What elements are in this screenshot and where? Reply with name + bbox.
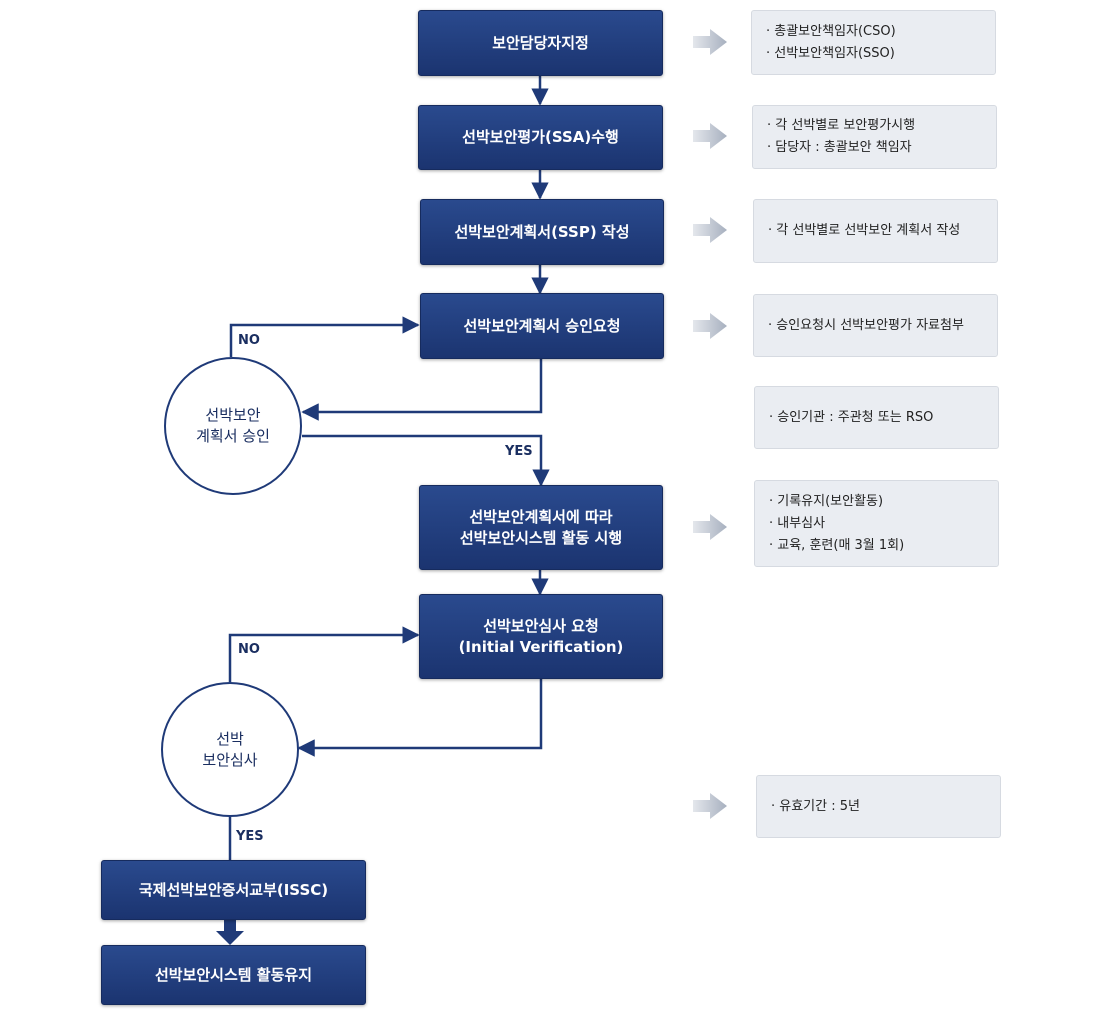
decision-label: 선박 bbox=[216, 729, 244, 748]
gray-arrow-icon bbox=[693, 514, 727, 540]
step-label: 선박보안시스템 활동 시행 bbox=[459, 528, 623, 547]
gray-arrow-icon bbox=[693, 313, 727, 339]
step-label: 선박보안계획서 승인요청 bbox=[463, 316, 621, 335]
branch-label-yes: YES bbox=[505, 444, 533, 459]
step-ship-security-plan: 선박보안계획서(SSP) 작성 bbox=[420, 199, 664, 265]
step-security-system-implementation: 선박보안계획서에 따라 선박보안시스템 활동 시행 bbox=[419, 485, 663, 570]
note-security-officers: · 총괄보안책임자(CSO) · 선박보안책임자(SSO) bbox=[751, 10, 996, 75]
step-label: 국제선박보안증서교부(ISSC) bbox=[138, 880, 329, 899]
step-ship-security-assessment: 선박보안평가(SSA)수행 bbox=[418, 105, 663, 170]
step-label: 선박보안계획서에 따라 bbox=[469, 507, 613, 526]
note-line: · 선박보안책임자(SSO) bbox=[766, 45, 895, 61]
note-line: · 각 선박별로 선박보안 계획서 작성 bbox=[768, 223, 961, 238]
note-line: · 유효기간 : 5년 bbox=[771, 798, 860, 814]
step-label: 선박보안시스템 활동유지 bbox=[154, 965, 313, 984]
connector-step6-decision2 bbox=[297, 679, 543, 757]
note-plan-writing: · 각 선박별로 선박보안 계획서 작성 bbox=[753, 199, 998, 263]
step-issc-issuance: 국제선박보안증서교부(ISSC) bbox=[101, 860, 366, 920]
step-label: (Initial Verification) bbox=[458, 637, 624, 656]
step-label: 선박보안심사 요청 bbox=[483, 616, 599, 635]
step-plan-approval-request: 선박보안계획서 승인요청 bbox=[420, 293, 664, 359]
step-label: 선박보안평가(SSA)수행 bbox=[462, 128, 619, 146]
branch-label-no: NO bbox=[238, 642, 260, 657]
note-line: · 담당자 : 총괄보안 책임자 bbox=[767, 140, 912, 155]
decision-security-audit: 선박 보안심사 bbox=[161, 682, 299, 817]
decision-label: 선박보안 bbox=[205, 406, 261, 424]
branch-label-yes: YES bbox=[236, 829, 264, 844]
connector-decision2-no bbox=[228, 626, 420, 682]
gray-arrow-icon bbox=[693, 793, 727, 819]
connector-step7-step8 bbox=[216, 920, 244, 945]
step-label: 선박보안계획서(SSP) 작성 bbox=[454, 222, 630, 241]
note-approval-authority: · 승인기관 : 주관청 또는 RSO bbox=[754, 386, 999, 449]
connector-step4-decision1 bbox=[301, 359, 543, 421]
decision-plan-approval: 선박보안 계획서 승인 bbox=[164, 357, 302, 495]
gray-arrow-icon bbox=[693, 123, 727, 149]
step-initial-verification-request: 선박보안심사 요청 (Initial Verification) bbox=[419, 594, 663, 679]
note-line: · 승인요청시 선박보안평가 자료첨부 bbox=[768, 317, 964, 333]
note-activities: · 기록유지(보안활동) · 내부심사 · 교육, 훈련(매 3월 1회) bbox=[754, 480, 999, 567]
gray-arrow-icon bbox=[693, 217, 727, 243]
note-line: · 승인기관 : 주관청 또는 RSO bbox=[769, 409, 934, 425]
note-line: · 내부심사 bbox=[769, 515, 826, 531]
note-line: · 기록유지(보안활동) bbox=[769, 493, 884, 509]
connector-decision1-no bbox=[229, 316, 420, 357]
note-validity: · 유효기간 : 5년 bbox=[756, 775, 1001, 838]
branch-label-no: NO bbox=[238, 333, 260, 348]
decision-label: 보안심사 bbox=[202, 750, 258, 769]
note-line: · 각 선박별로 보안평가시행 bbox=[767, 118, 916, 133]
decision-label: 계획서 승인 bbox=[196, 427, 270, 445]
step-security-officer-assignment: 보안담당자지정 bbox=[418, 10, 663, 76]
note-line: · 교육, 훈련(매 3월 1회) bbox=[769, 537, 905, 553]
note-line: · 총괄보안책임자(CSO) bbox=[766, 23, 896, 39]
connector-decision1-yes bbox=[302, 434, 550, 487]
note-approval-attachment: · 승인요청시 선박보안평가 자료첨부 bbox=[753, 294, 998, 357]
gray-arrow-icon bbox=[693, 29, 727, 55]
step-label: 보안담당자지정 bbox=[492, 33, 589, 52]
step-security-system-maintenance: 선박보안시스템 활동유지 bbox=[101, 945, 366, 1005]
note-assessment: · 각 선박별로 보안평가시행 · 담당자 : 총괄보안 책임자 bbox=[752, 105, 997, 169]
